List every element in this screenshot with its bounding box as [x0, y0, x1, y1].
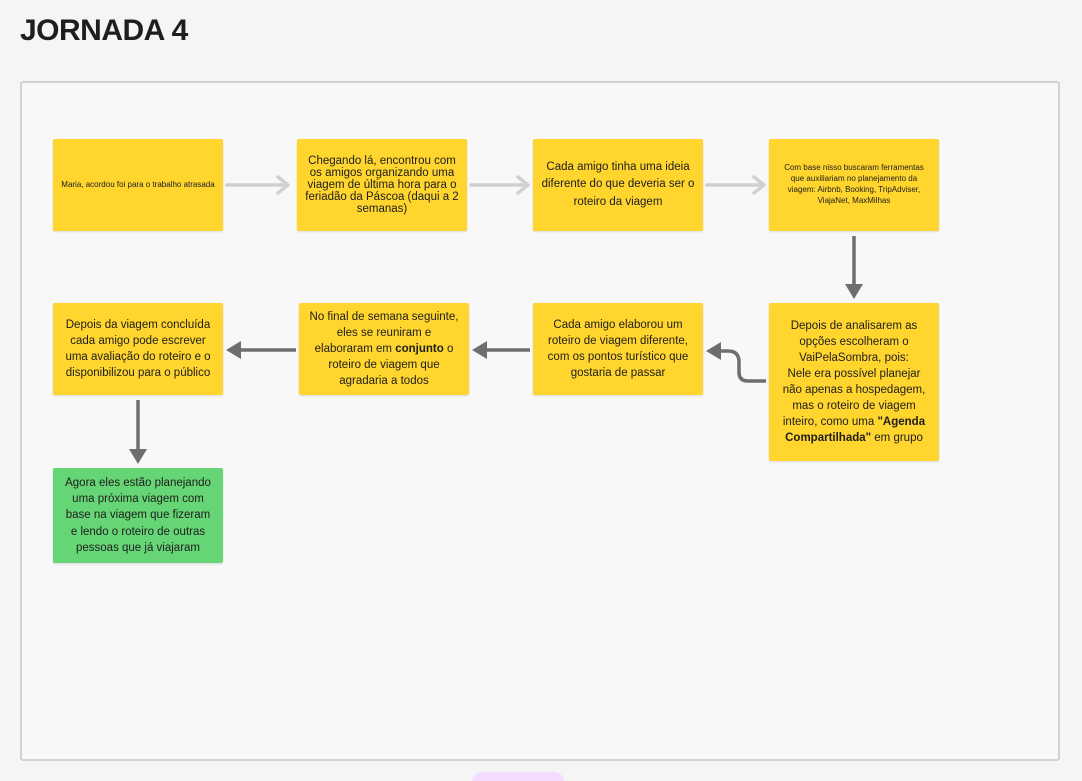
sticky-note-text: Cada amigo elaborou um roteiro de viagem… [547, 318, 689, 380]
sticky-note-chose-vaipelasombra[interactable]: Depois de analisarem as opções escolhera… [769, 303, 939, 461]
sticky-note-line: Nele era possível planejar não apenas a … [777, 366, 931, 446]
sticky-note-own-itinerary[interactable]: Cada amigo elaborou um roteiro de viagem… [533, 303, 703, 395]
sticky-note-line: Depois de analisarem as opções escolhera… [790, 319, 918, 364]
sticky-note-bold-text: "Agenda Compartilhada" [785, 416, 926, 445]
sticky-note-text: No final de semana seguinte, eles se reu… [307, 309, 461, 389]
sticky-note-review[interactable]: Depois da viagem concluída cada amigo po… [53, 303, 223, 395]
bottom-toolbar-tab[interactable] [472, 772, 564, 781]
sticky-note-text-part: o roteiro de viagem que agradaria a todo… [328, 342, 454, 388]
sticky-note-joint-itinerary[interactable]: No final de semana seguinte, eles se reu… [299, 303, 469, 395]
sticky-note-text-part: em grupo [871, 432, 923, 445]
sticky-note-text: Chegando lá, encontrou com os amigos org… [305, 154, 459, 216]
sticky-note-text: Agora eles estão planejando uma próxima … [65, 477, 211, 554]
sticky-note-text: Cada amigo tinha uma ideia diferente do … [541, 161, 695, 208]
page-title: JORNADA 4 [20, 14, 188, 47]
sticky-note-text: Depois de analisarem as opções escolhera… [777, 318, 931, 447]
sticky-note-next-trip[interactable]: Agora eles estão planejando uma próxima … [53, 468, 223, 563]
sticky-note-text-part: Nele era possível planejar não apenas a … [782, 367, 926, 429]
sticky-note-meet-friends[interactable]: Chegando lá, encontrou com os amigos org… [297, 139, 467, 231]
sticky-note-text: Com base nisso buscaram ferramentas que … [784, 163, 924, 205]
sticky-note-text: Maria, acordou foi para o trabalho atras… [61, 179, 215, 189]
sticky-note-search-tools[interactable]: Com base nisso buscaram ferramentas que … [769, 139, 939, 231]
sticky-note-wake-up[interactable]: Maria, acordou foi para o trabalho atras… [53, 139, 223, 231]
sticky-note-text: Depois da viagem concluída cada amigo po… [65, 318, 211, 380]
sticky-note-different-ideas[interactable]: Cada amigo tinha uma ideia diferente do … [533, 139, 703, 231]
sticky-note-text-part: No final de semana seguinte, eles se reu… [309, 310, 459, 355]
sticky-note-bold-text: conjunto [395, 342, 444, 355]
